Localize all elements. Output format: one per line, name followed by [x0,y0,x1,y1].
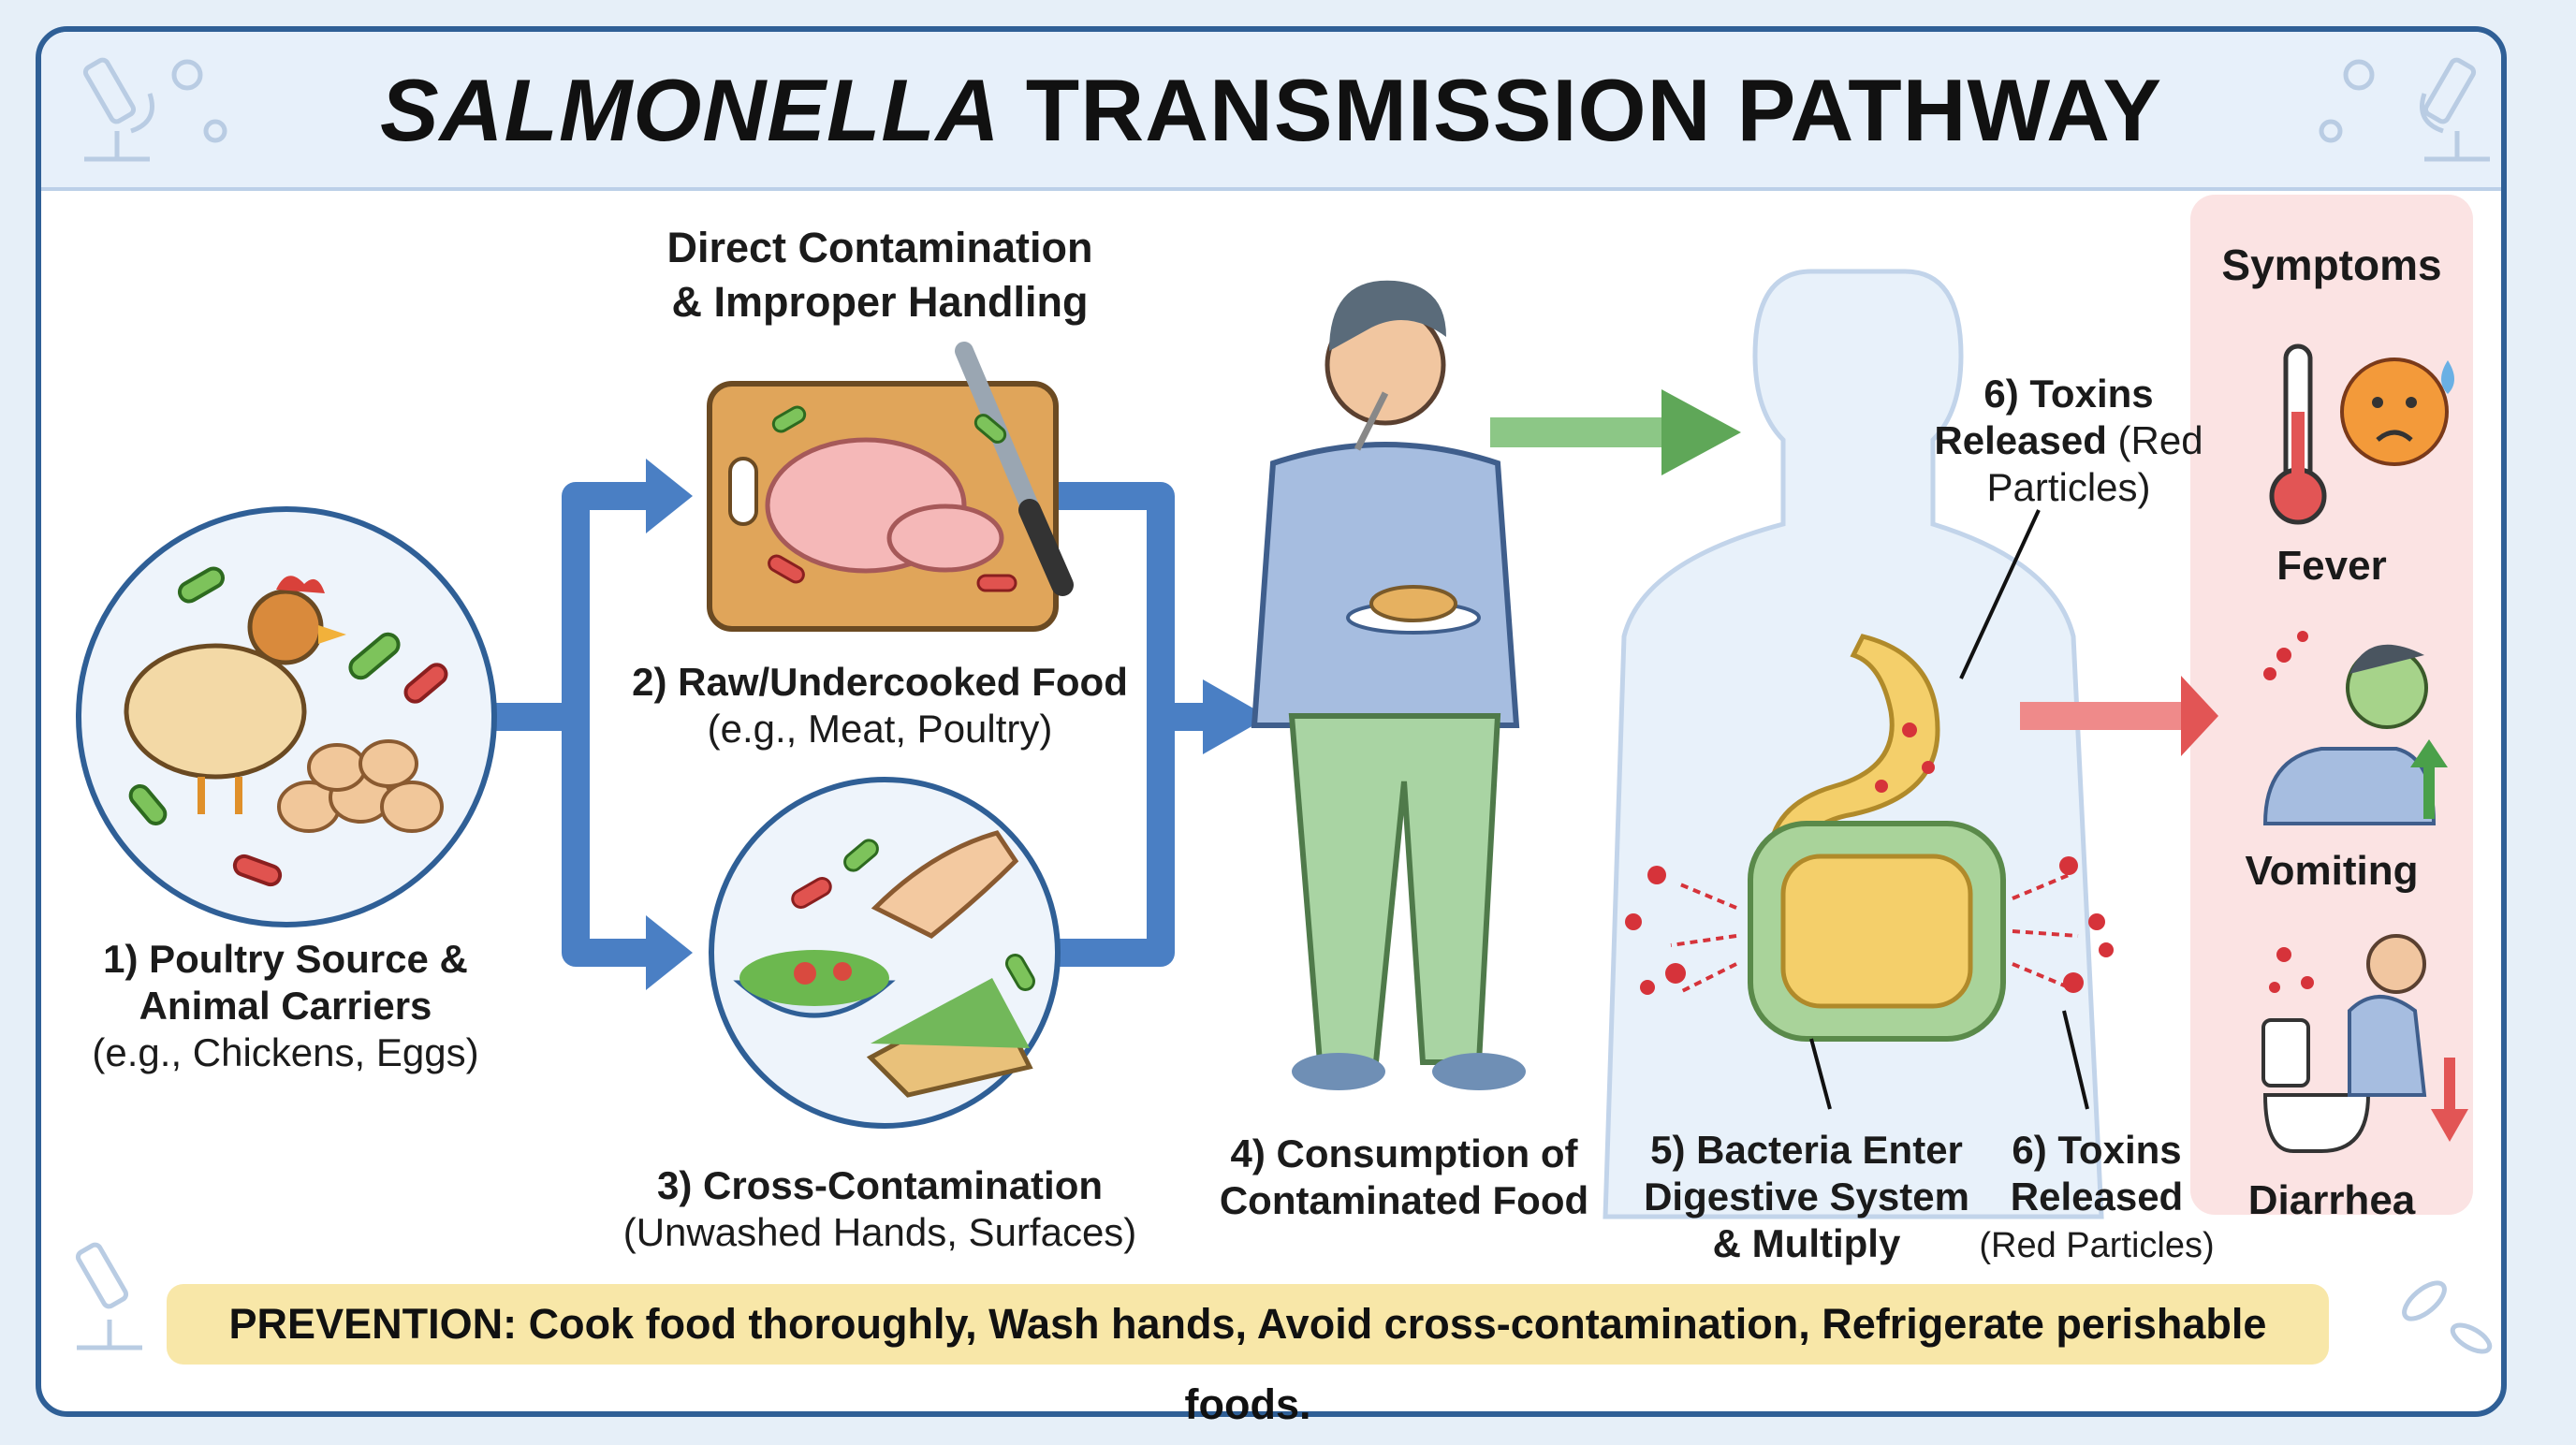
digestive-system-illustration [1603,269,2114,1219]
bacteria-icon-bottom-right [2402,1280,2493,1354]
step6a-line2-rest: (Red [2106,418,2203,462]
step2-label: 2) Raw/Undercooked Food (e.g., Meat, Pou… [618,659,1142,752]
toxins-pointer-bottom [2062,1010,2089,1110]
toilet-icon [2262,1093,2371,1153]
symptom-fever-label: Fever [2276,543,2387,589]
microscope-icon-top-left [82,57,227,162]
cross-contamination-illustration [709,777,1061,1129]
small-intestine-icon [1780,854,1973,1009]
step5-label: 5) Bacteria Enter Digestive System & Mul… [1629,1127,1984,1267]
step1-line1: 1) Poultry Source & [103,937,468,981]
microscope-icon-top-right [2319,57,2490,162]
step6b-line2: Released [2010,1175,2184,1219]
raw-food-illustration [707,342,1074,632]
sweating-face-icon [2340,358,2454,466]
symptoms-panel [2190,195,2473,1215]
step4-line1: 4) Consumption of [1230,1131,1578,1175]
flow-arrow-to-cross-contamination [562,717,655,967]
bacteria-pointer [1809,1038,1832,1110]
page-title: SALMONELLA TRANSMISSION PATHWAY [41,60,2501,161]
step5-line3: & Multiply [1712,1221,1901,1265]
header2-line2: & Improper Handling [671,278,1089,326]
step6a-line1: 6) Toxins [1983,372,2154,416]
step6b-sub: (Red Particles) [1979,1226,2215,1265]
header2-line1: Direct Contamination [666,224,1093,271]
direct-contamination-header: Direct Contamination & Improper Handling [637,221,1123,329]
flow-arrow-from-cross-contamination [1048,717,1175,967]
symptom-diarrhea-label: Diarrhea [2247,1177,2416,1223]
step6b-line1: 6) Toxins [2012,1128,2182,1172]
person-pants [1288,713,1501,1065]
flow-arrow-from-raw-food [1048,482,1212,731]
step3-line1: 3) Cross-Contamination [656,1163,1104,1207]
step3-label: 3) Cross-Contamination (Unwashed Hands, … [599,1162,1161,1256]
microscope-icon-bottom-left [75,1242,142,1350]
person-shirt [1251,442,1520,728]
toxins-pointer-top [1959,509,2041,679]
step3-sub: (Unwashed Hands, Surfaces) [622,1210,1137,1254]
step2-line1: 2) Raw/Undercooked Food [632,660,1128,704]
title-italic: SALMONELLA [379,61,1001,159]
symptom-vomiting-label: Vomiting [2245,848,2419,894]
title-rest: TRANSMISSION PATHWAY [1000,61,2163,159]
step5-line1: 5) Bacteria Enter [1650,1128,1963,1172]
step6a-line3: Particles) [1986,465,2151,509]
poultry-source-illustration [76,506,497,927]
flow-arrow-to-raw-food [494,482,655,731]
person-eating-illustration [1251,280,1526,1090]
step1-sub: (e.g., Chickens, Eggs) [92,1030,479,1074]
step4-label: 4) Consumption of Contaminated Food [1208,1131,1601,1224]
step1-line2: Animal Carriers [139,984,432,1028]
vomiting-person-icon [2262,631,2448,825]
step2-sub: (e.g., Meat, Poultry) [707,707,1053,751]
prevention-text: PREVENTION: Cook food thoroughly, Wash h… [228,1300,2267,1428]
eggs-icon [277,739,444,833]
step6a-line2-bold: Released [1934,418,2107,462]
step6-label-top: 6) Toxins Released (Red Particles) [1928,371,2209,511]
step4-line2: Contaminated Food [1219,1178,1589,1222]
step5-line2: Digestive System [1644,1175,1969,1219]
thermometer-icon [2269,343,2327,525]
fork-icon [1354,391,1389,451]
flow-arrows [494,482,1212,967]
chicken-icon [124,643,307,780]
prevention-banner: PREVENTION: Cook food thoroughly, Wash h… [167,1284,2329,1428]
title-band [41,32,2501,191]
hand-icon [871,830,1019,939]
symptoms-title: Symptoms [2221,241,2442,289]
bacteria-icons [128,566,448,887]
flow-arrow-heads [646,459,1268,990]
step6-label-bottom: 6) Toxins Released (Red Particles) [1956,1127,2237,1269]
toilet-person-icon [2261,934,2468,1153]
symptom-arrow [2020,676,2218,756]
step1-label: 1) Poultry Source & Animal Carriers (e.g… [84,936,487,1076]
